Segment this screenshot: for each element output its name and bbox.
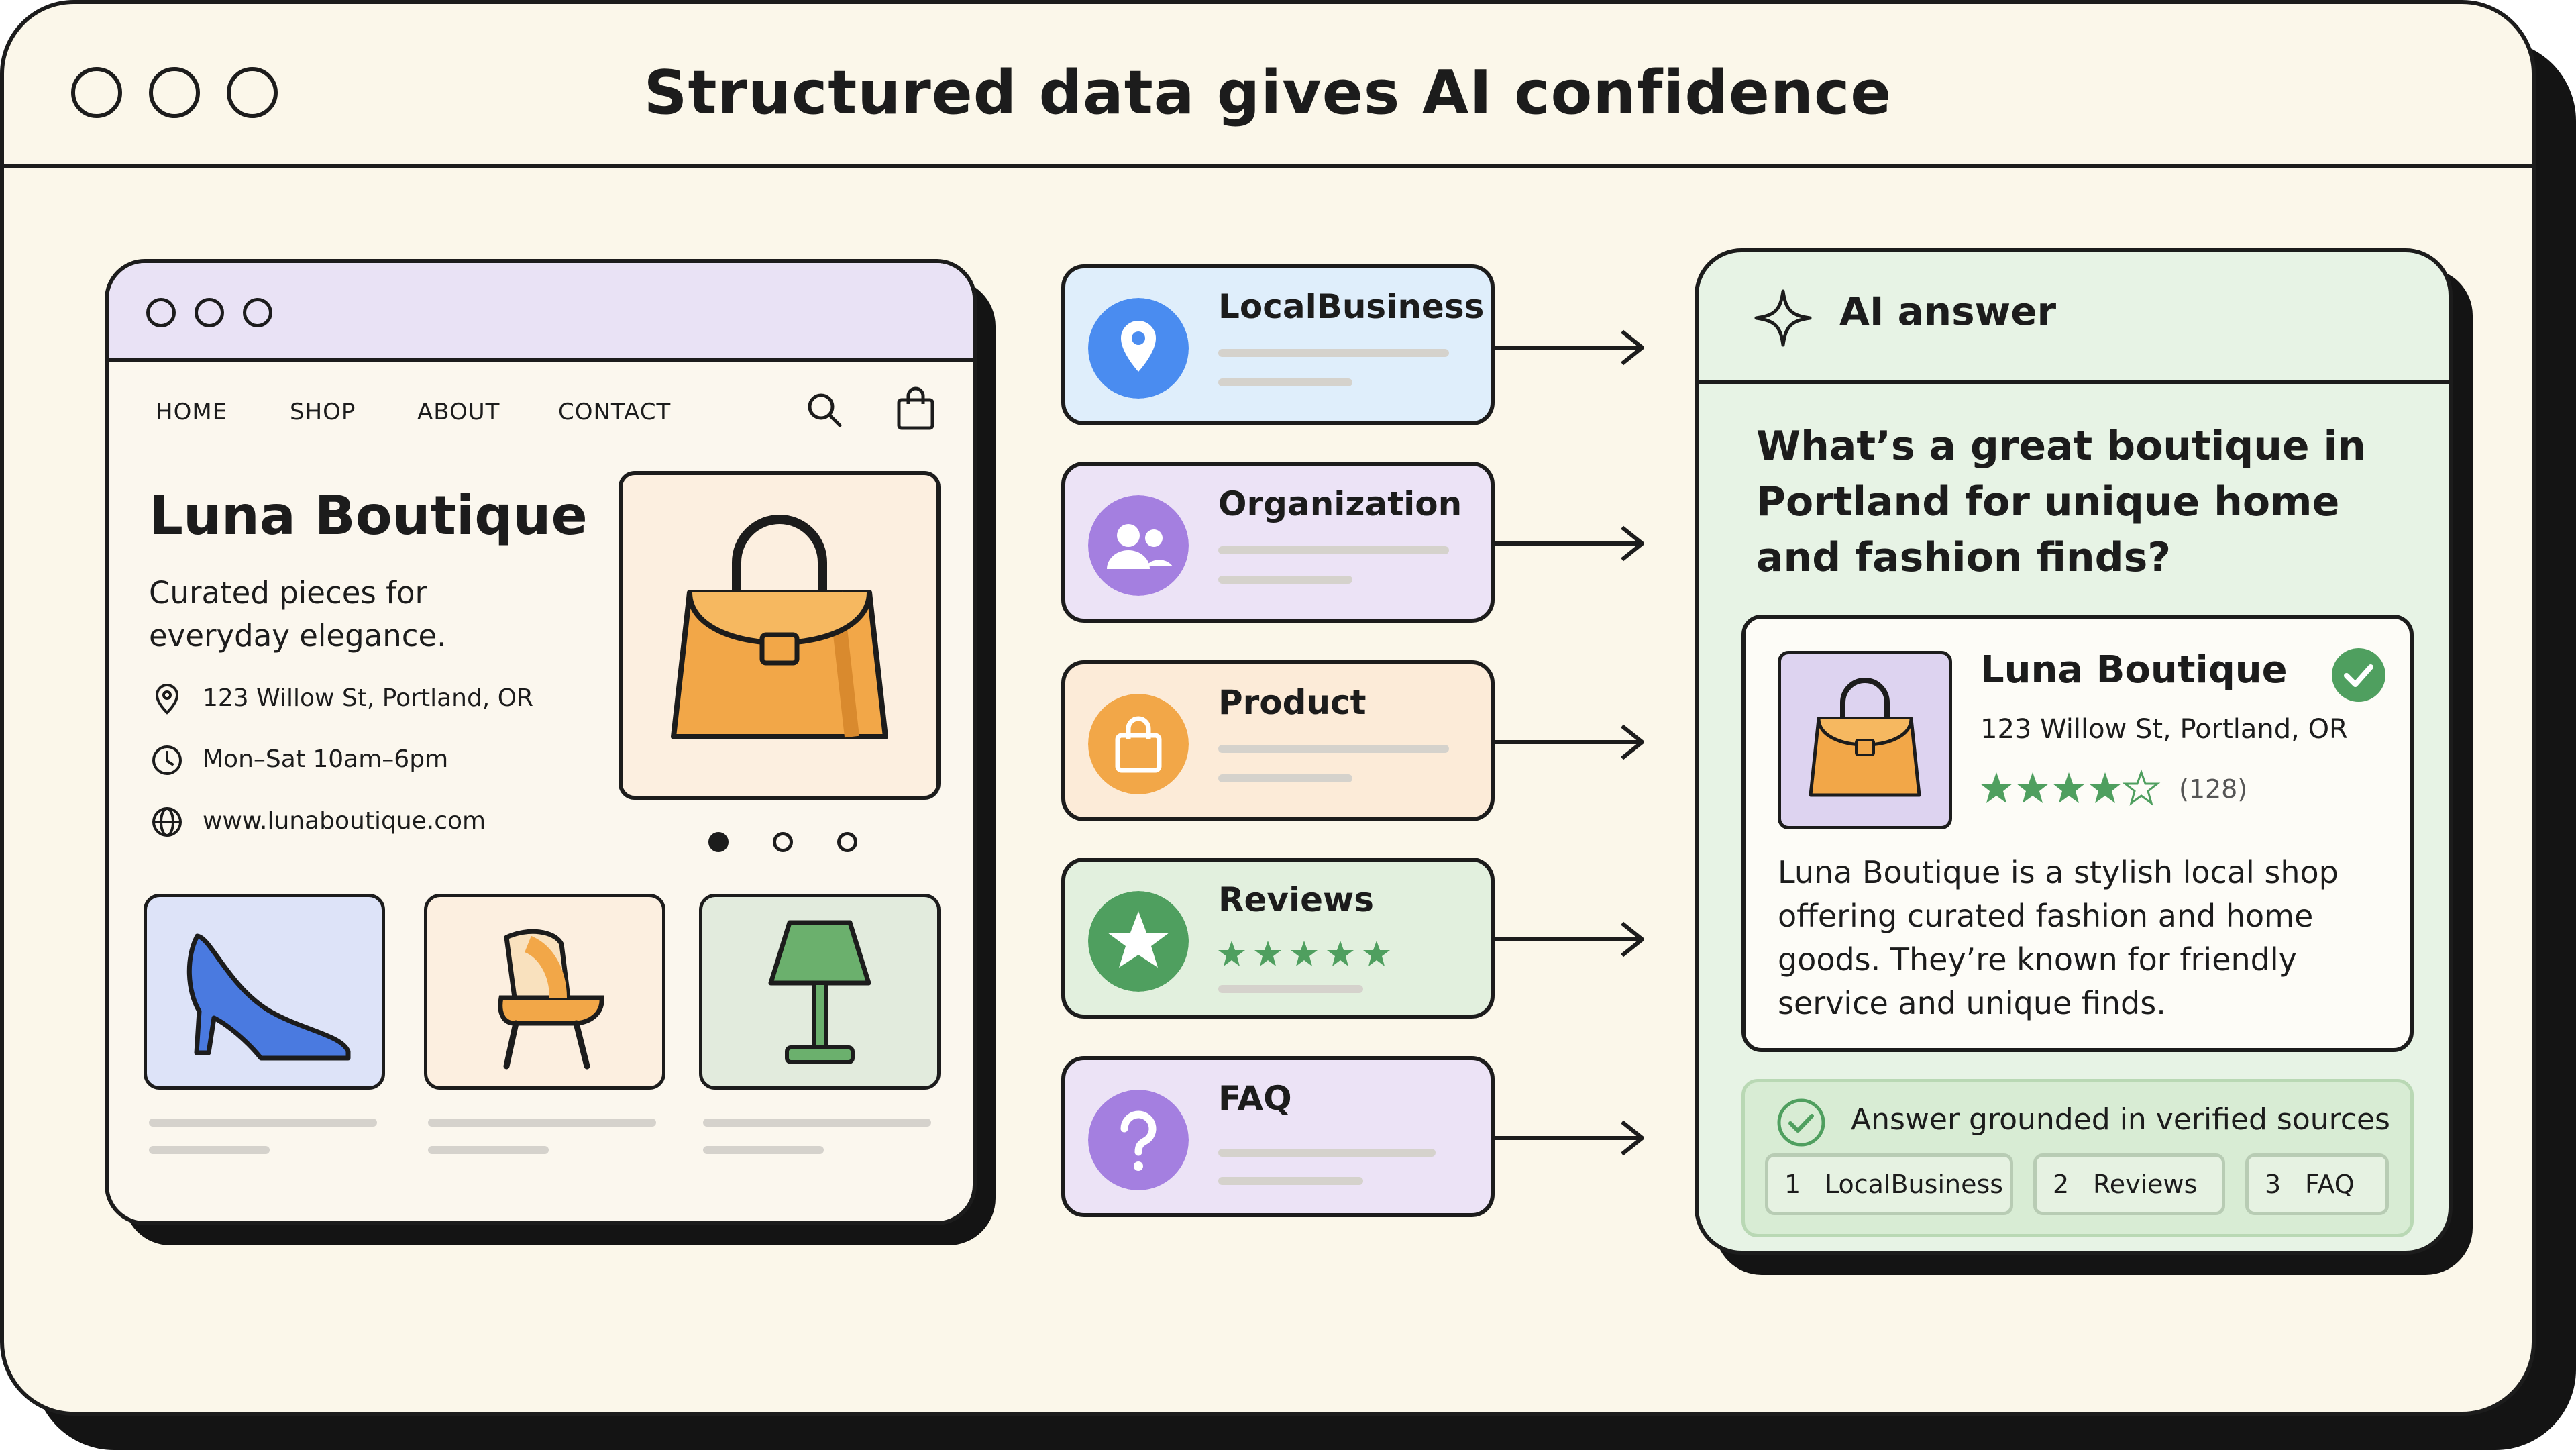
arrow-right-icon xyxy=(1495,1120,1644,1156)
browser-dot xyxy=(195,298,224,327)
schema-card-organization[interactable]: Organization xyxy=(1061,462,1495,623)
source-number: 2 xyxy=(2053,1170,2070,1199)
schema-label: LocalBusiness xyxy=(1218,287,1485,326)
schema-label: Organization xyxy=(1218,484,1462,523)
ai-answer-header: AI answer xyxy=(1699,252,2449,384)
ai-answer-title: AI answer xyxy=(1839,289,2057,334)
placeholder-line xyxy=(1218,985,1363,993)
chair-icon xyxy=(498,929,604,1070)
website-mockup: HOME SHOP ABOUT CONTACT Luna Boutique Cu… xyxy=(105,259,977,1225)
grounded-sources-box: Answer grounded in verified sources 1 Lo… xyxy=(1741,1079,2414,1237)
placeholder-line xyxy=(1218,745,1449,753)
lamp-icon xyxy=(768,920,871,1064)
nav-about[interactable]: ABOUT xyxy=(417,399,500,425)
window-control-minimize[interactable] xyxy=(149,67,200,118)
schema-card-faq[interactable]: FAQ xyxy=(1061,1056,1495,1217)
schema-card-product[interactable]: Product xyxy=(1061,660,1495,821)
high-heel-shoe-icon xyxy=(186,933,351,1061)
source-chip-localbusiness[interactable]: 1 LocalBusiness xyxy=(1765,1153,2013,1215)
source-name: Reviews xyxy=(2093,1170,2198,1199)
placeholder-line xyxy=(703,1146,824,1154)
review-count: (128) xyxy=(2179,774,2248,804)
arrow-right-icon xyxy=(1495,724,1644,760)
product-thumb-lamp[interactable] xyxy=(699,894,941,1090)
hero-image xyxy=(619,471,941,800)
check-circle-icon xyxy=(1777,1098,1825,1147)
placeholder-line xyxy=(1218,349,1449,357)
result-card[interactable]: Luna Boutique 123 Willow St, Portland, O… xyxy=(1741,615,2414,1052)
store-address: 123 Willow St, Portland, OR xyxy=(203,684,534,712)
browser-bar xyxy=(109,263,973,362)
window-control-maximize[interactable] xyxy=(227,67,278,118)
main-window: Structured data gives AI confidence HOME… xyxy=(0,0,2536,1416)
carousel-dot-active[interactable] xyxy=(708,832,729,852)
nav-contact[interactable]: CONTACT xyxy=(558,399,672,425)
placeholder-line xyxy=(149,1119,377,1127)
question-icon xyxy=(1088,1090,1189,1190)
schema-card-reviews[interactable]: Reviews xyxy=(1061,858,1495,1019)
placeholder-line xyxy=(703,1119,931,1127)
result-name: Luna Boutique xyxy=(1980,648,2288,692)
placeholder-line xyxy=(1218,546,1449,554)
placeholder-line xyxy=(149,1146,270,1154)
verified-check-icon xyxy=(2332,648,2385,702)
location-pin-icon xyxy=(1088,298,1189,399)
store-name: Luna Boutique xyxy=(149,484,588,547)
globe-icon xyxy=(152,807,182,837)
schema-label: Reviews xyxy=(1218,880,1375,919)
arrow-right-icon xyxy=(1495,329,1644,366)
schema-card-localbusiness[interactable]: LocalBusiness xyxy=(1061,264,1495,425)
placeholder-line xyxy=(1218,1149,1436,1157)
source-chip-faq[interactable]: 3 FAQ xyxy=(2245,1153,2389,1215)
rating-stars xyxy=(1980,771,2159,805)
browser-dot xyxy=(243,298,272,327)
carousel-dot[interactable] xyxy=(837,832,857,852)
arrow-right-icon xyxy=(1495,525,1644,562)
schema-label: Product xyxy=(1218,683,1366,722)
source-number: 3 xyxy=(2265,1170,2282,1199)
result-description: Luna Boutique is a stylish local shop of… xyxy=(1778,854,2339,1021)
people-icon xyxy=(1088,495,1189,596)
product-thumb-chair[interactable] xyxy=(424,894,665,1090)
handbag-icon xyxy=(671,515,888,739)
page-title: Structured data gives AI confidence xyxy=(643,58,1892,128)
nav-shop[interactable]: SHOP xyxy=(290,399,356,425)
placeholder-line xyxy=(1218,774,1352,782)
schema-label: FAQ xyxy=(1218,1079,1292,1118)
sparkle-icon xyxy=(1754,289,1812,347)
grounded-text: Answer grounded in verified sources xyxy=(1851,1102,2390,1137)
product-thumb-shoe[interactable] xyxy=(144,894,385,1090)
ai-question: What’s a great boutique in Portland for … xyxy=(1756,423,2366,581)
placeholder-line xyxy=(428,1146,549,1154)
shopping-bag-icon xyxy=(1088,694,1189,794)
store-website-link[interactable]: www.lunaboutique.com xyxy=(203,807,486,835)
shopping-bag-icon[interactable] xyxy=(894,385,938,432)
star-icon xyxy=(1088,891,1189,992)
result-thumbnail xyxy=(1778,651,1952,829)
placeholder-line xyxy=(1218,378,1352,386)
arrow-right-icon xyxy=(1495,921,1644,957)
placeholder-line xyxy=(428,1119,656,1127)
search-icon[interactable] xyxy=(804,389,845,431)
carousel-dot[interactable] xyxy=(773,832,793,852)
source-number: 1 xyxy=(1784,1170,1801,1199)
title-bar: Structured data gives AI confidence xyxy=(4,4,2532,168)
window-control-close[interactable] xyxy=(71,67,122,118)
result-address: 123 Willow St, Portland, OR xyxy=(1980,714,2348,745)
browser-dot xyxy=(146,298,176,327)
nav-home[interactable]: HOME xyxy=(156,399,228,425)
placeholder-line xyxy=(1218,576,1352,584)
placeholder-line xyxy=(1218,1177,1363,1185)
ai-answer-panel: AI answer What’s a great boutique in Por… xyxy=(1695,248,2453,1255)
source-name: FAQ xyxy=(2305,1170,2355,1199)
clock-icon xyxy=(152,745,182,775)
source-name: LocalBusiness xyxy=(1825,1170,2004,1199)
location-pin-icon xyxy=(155,683,179,715)
source-chip-reviews[interactable]: 2 Reviews xyxy=(2033,1153,2225,1215)
handbag-icon xyxy=(1809,678,1921,797)
store-tagline: Curated pieces for everyday elegance. xyxy=(149,575,447,654)
rating-stars xyxy=(1218,941,1390,966)
store-hours: Mon–Sat 10am–6pm xyxy=(203,745,449,773)
